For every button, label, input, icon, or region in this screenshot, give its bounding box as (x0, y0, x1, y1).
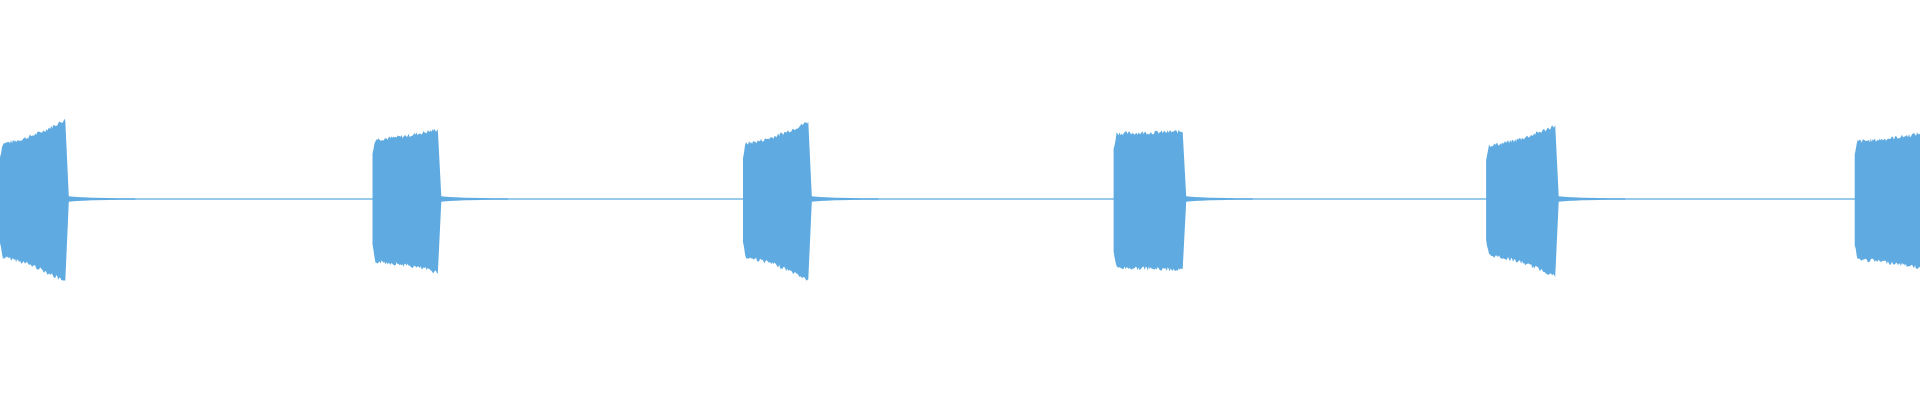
waveform-burst-5 (1486, 124, 1626, 278)
waveform-bursts (0, 118, 1920, 281)
waveform-burst-3 (743, 121, 879, 281)
waveform-burst-1 (0, 118, 136, 281)
waveform-burst-2 (372, 128, 508, 274)
waveform-burst-4 (1113, 129, 1253, 272)
waveform-burst-6 (1854, 132, 1920, 269)
